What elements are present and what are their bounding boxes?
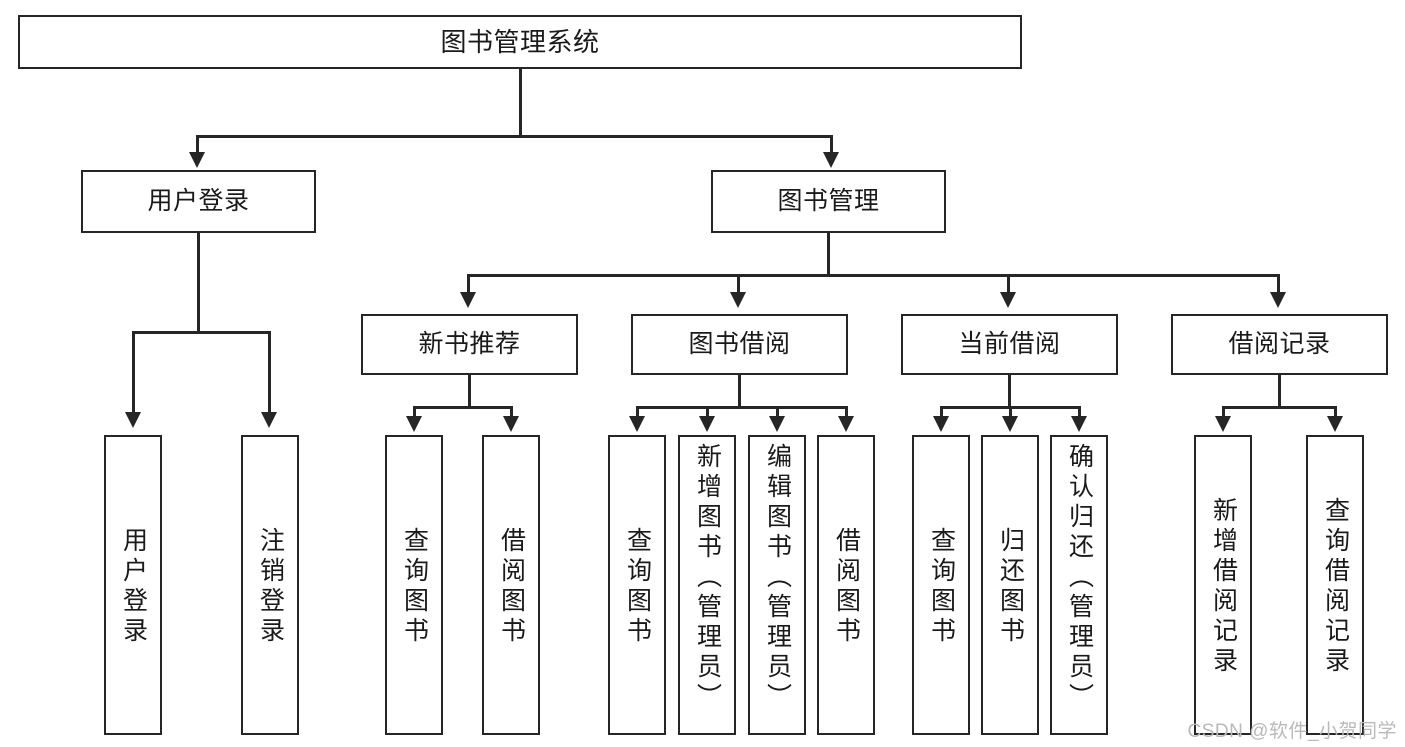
node-leaf-query-book-br[interactable]: 查询图书	[608, 435, 666, 735]
arrow-to-book-manage	[823, 152, 839, 168]
node-leaf-query-book-cb-label: 查询图书	[927, 527, 956, 647]
node-leaf-borrow-book-br-label: 借阅图书	[832, 527, 861, 647]
connector-nbr-drop-2	[510, 406, 513, 418]
connector-user-login-drop-1	[132, 331, 135, 414]
connector-bb-bar	[636, 406, 847, 409]
node-book-borrow-label: 图书借阅	[688, 329, 791, 358]
node-leaf-add-record[interactable]: 新增借阅记录	[1194, 435, 1252, 735]
connector-bm-drop-1	[467, 274, 470, 294]
node-leaf-query-book-rec[interactable]: 查询图书	[385, 435, 443, 735]
arrow-leaf-add-book	[699, 416, 715, 432]
node-leaf-query-book-br-label: 查询图书	[623, 527, 652, 647]
node-leaf-logout[interactable]: 注销登录	[241, 435, 299, 735]
arrow-leaf-query-record	[1327, 416, 1343, 432]
node-current-borrow[interactable]: 当前借阅	[901, 314, 1118, 375]
node-leaf-logout-label: 注销登录	[256, 527, 285, 647]
node-leaf-borrow-book-rec-label: 借阅图书	[497, 527, 526, 647]
connector-book-manage-bar	[467, 274, 1280, 277]
connector-to-book-manage	[830, 135, 833, 155]
connector-cb-drop-1	[940, 406, 943, 418]
connector-root-bar	[196, 135, 833, 138]
node-leaf-query-book-rec-label: 查询图书	[400, 527, 429, 647]
connector-bb-drop-2	[706, 406, 709, 418]
connector-bm-drop-2	[737, 274, 740, 294]
node-user-login-label: 用户登录	[147, 186, 250, 215]
node-leaf-add-record-label: 新增借阅记录	[1209, 497, 1238, 677]
connector-bb-stem	[738, 374, 741, 409]
connector-brr-drop-1	[1222, 406, 1225, 418]
arrow-to-user-login	[189, 152, 205, 168]
arrow-leaf-query-book-cb	[933, 416, 949, 432]
connector-brr-stem	[1278, 374, 1281, 409]
arrow-book-borrow	[730, 292, 746, 308]
node-book-manage[interactable]: 图书管理	[711, 170, 946, 233]
connector-nbr-bar	[413, 406, 512, 409]
arrow-leaf-return-book	[1002, 416, 1018, 432]
node-user-login[interactable]: 用户登录	[81, 170, 316, 233]
arrow-leaf-add-record	[1215, 416, 1231, 432]
arrow-leaf-borrow-book-br	[838, 416, 854, 432]
node-leaf-edit-book-label: 编辑图书（管理员）	[763, 443, 792, 713]
connector-user-login-stem	[197, 232, 200, 333]
connector-user-login-bar	[132, 331, 270, 334]
arrow-current-borrow	[1000, 292, 1016, 308]
node-leaf-query-record[interactable]: 查询借阅记录	[1306, 435, 1364, 735]
connector-brr-drop-2	[1334, 406, 1337, 418]
node-leaf-return-book[interactable]: 归还图书	[981, 435, 1039, 735]
watermark: CSDN @软件_小贺同学	[1187, 721, 1397, 742]
connector-to-user-login	[196, 135, 199, 155]
connector-cb-drop-2	[1009, 406, 1012, 418]
node-leaf-user-login[interactable]: 用户登录	[104, 435, 162, 735]
arrow-leaf-confirm-return	[1071, 416, 1087, 432]
connector-bm-drop-3	[1007, 274, 1010, 294]
connector-brr-bar	[1222, 406, 1337, 409]
arrow-leaf-user-login	[125, 412, 141, 428]
arrow-leaf-logout	[261, 412, 277, 428]
node-leaf-edit-book[interactable]: 编辑图书（管理员）	[748, 435, 806, 735]
connector-bb-drop-1	[636, 406, 639, 418]
node-leaf-borrow-book-rec[interactable]: 借阅图书	[482, 435, 540, 735]
node-book-manage-label: 图书管理	[777, 186, 880, 215]
connector-cb-drop-3	[1078, 406, 1081, 418]
arrow-leaf-borrow-book-rec	[503, 416, 519, 432]
arrow-leaf-query-book-rec	[406, 416, 422, 432]
node-borrow-record-label: 借阅记录	[1228, 329, 1331, 358]
node-leaf-return-book-label: 归还图书	[996, 527, 1025, 647]
connector-user-login-drop-2	[268, 331, 271, 414]
arrow-borrow-record	[1270, 292, 1286, 308]
connector-cb-stem	[1008, 374, 1011, 409]
arrow-leaf-query-book-br	[629, 416, 645, 432]
node-root[interactable]: 图书管理系统	[18, 15, 1022, 69]
node-leaf-confirm-return-label: 确认归还（管理员）	[1065, 443, 1094, 713]
node-borrow-record[interactable]: 借阅记录	[1171, 314, 1388, 375]
node-leaf-user-login-label: 用户登录	[119, 527, 148, 647]
connector-bb-drop-4	[845, 406, 848, 418]
node-current-borrow-label: 当前借阅	[958, 329, 1061, 358]
connector-nbr-stem	[468, 374, 471, 409]
arrow-leaf-edit-book	[769, 416, 785, 432]
connector-nbr-drop-1	[413, 406, 416, 418]
connector-bb-drop-3	[776, 406, 779, 418]
node-leaf-add-book-label: 新增图书（管理员）	[693, 443, 722, 713]
node-root-label: 图书管理系统	[440, 26, 600, 57]
arrow-new-book-rec	[460, 292, 476, 308]
connector-bm-drop-4	[1277, 274, 1280, 294]
node-book-borrow[interactable]: 图书借阅	[631, 314, 848, 375]
node-leaf-confirm-return[interactable]: 确认归还（管理员）	[1050, 435, 1108, 735]
node-leaf-query-record-label: 查询借阅记录	[1321, 497, 1350, 677]
node-leaf-borrow-book-br[interactable]: 借阅图书	[817, 435, 875, 735]
connector-root-stem	[519, 68, 522, 137]
node-new-book-rec-label: 新书推荐	[418, 329, 521, 358]
node-new-book-rec[interactable]: 新书推荐	[361, 314, 578, 375]
node-leaf-add-book[interactable]: 新增图书（管理员）	[678, 435, 736, 735]
connector-book-manage-stem	[827, 232, 830, 277]
node-leaf-query-book-cb[interactable]: 查询图书	[912, 435, 970, 735]
